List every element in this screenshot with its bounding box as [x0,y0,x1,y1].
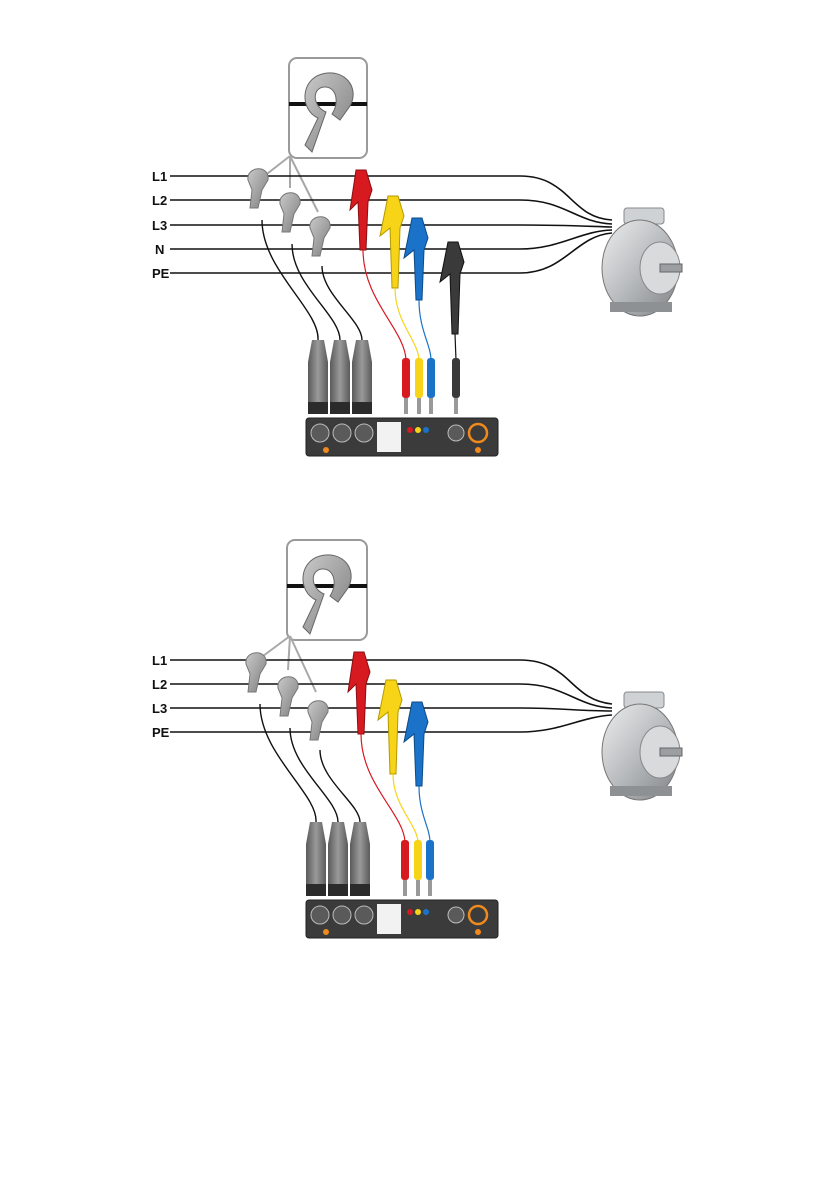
crocodile-clip-icon [378,680,402,774]
plug-icon [308,340,328,414]
plug-icon [414,840,422,896]
voltage-clip-blue [404,702,430,842]
line-label-pe: PE [152,725,170,740]
line-label-l1: L1 [152,653,167,668]
line-label-l3: L3 [152,218,167,233]
electric-motor-icon [602,208,682,316]
line-label-pe: PE [152,266,170,281]
line-label-n: N [155,242,164,257]
wiring-diagram-1: L1 L2 L3 N PE [0,40,839,510]
wiring-diagram-1-svg: L1 L2 L3 N PE [0,40,839,510]
wiring-diagram-2-svg: L1 L2 L3 PE [0,522,839,992]
plug-icon [452,358,460,414]
crocodile-clip-icon [350,170,372,250]
line-label-l1: L1 [152,169,167,184]
clamp-plugs [308,340,372,414]
crocodile-clip-icon [404,702,428,786]
line-label-l3: L3 [152,701,167,716]
crocodile-clip-icon [348,652,370,734]
current-clamp-icon [310,217,330,256]
plug-icon [415,358,423,414]
crocodile-clip-icon [380,196,404,288]
electric-motor-icon [602,692,682,800]
clamp-detail-icon [287,540,367,640]
plug-icon [426,840,434,896]
clamp-cables [262,220,362,340]
meter-panel-icon [306,418,498,456]
plug-icon [352,340,372,414]
current-clamp-icon [280,193,300,232]
meter-panel-icon [306,900,498,938]
line-label-l2: L2 [152,677,167,692]
voltage-plugs [402,358,460,414]
voltage-clip-blue [404,218,431,360]
crocodile-clip-icon [440,242,464,334]
plug-icon [401,840,409,896]
line-label-l2: L2 [152,193,167,208]
current-clamp-icon [248,169,268,208]
plug-icon [402,358,410,414]
current-clamp-icon [278,677,298,716]
line-labels: L1 L2 L3 N PE [152,169,170,281]
clamp-cables [260,704,360,822]
plug-icon [328,822,348,896]
plug-icon [330,340,350,414]
plug-icon [350,822,370,896]
plug-icon [427,358,435,414]
clamp-plugs [306,822,370,896]
line-labels: L1 L2 L3 PE [152,653,170,740]
crocodile-clip-icon [404,218,428,300]
voltage-plugs [401,840,434,896]
voltage-clip-black [440,242,464,360]
current-clamp-icon [308,701,328,740]
wiring-diagram-2: L1 L2 L3 PE [0,522,839,992]
plug-icon [306,822,326,896]
current-clamp-icon [246,653,266,692]
clamp-detail-icon [289,58,367,158]
current-clamps [246,653,328,740]
